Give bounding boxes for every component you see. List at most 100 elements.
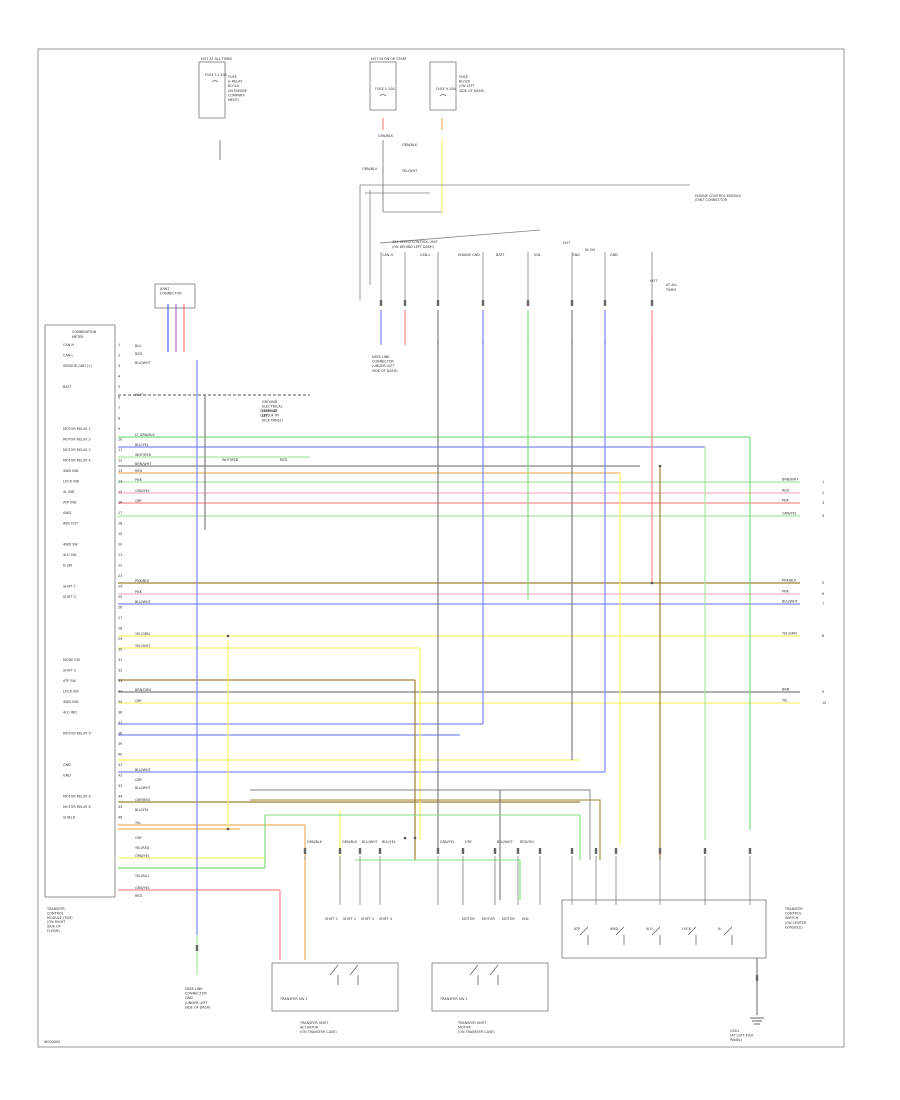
fuse-symbol-b xyxy=(439,94,447,97)
switch-left-label: (ON TRANSFER CASE) xyxy=(300,1030,337,1034)
module-pin-number-28: 29 xyxy=(118,637,122,641)
right-number-7: 8 xyxy=(822,634,824,638)
switch-contact-1 xyxy=(349,964,359,985)
module-pin-number-19: 20 xyxy=(118,543,122,547)
ecm-pin-4: IGN xyxy=(534,253,541,257)
lower-connector-2 xyxy=(358,848,362,854)
module-pin-number-31: 32 xyxy=(118,669,122,673)
fuse-block-left-desc: BLOCK xyxy=(228,84,240,88)
module-pin-name-17: ABS OUT xyxy=(63,522,79,526)
fuse-block-left-desc: & RELAY xyxy=(228,80,243,84)
switch-mid-label: MOTOR xyxy=(458,1026,471,1030)
joint-connector-label: JOINT xyxy=(159,287,170,291)
rail-top xyxy=(379,229,541,244)
module-label: FLOOR) xyxy=(47,929,60,933)
bottom-cross-4 xyxy=(355,859,521,900)
header-wire-0: GRN/BLK xyxy=(378,134,394,138)
fuse-block-left-desc: (IN ENGINE xyxy=(228,89,247,93)
right-number-5: 6 xyxy=(822,592,824,596)
wire-color-12: RED xyxy=(135,469,142,473)
ecm-pin-3: BATT xyxy=(496,253,505,257)
upper-connector-1 xyxy=(403,300,407,306)
upper-connector-3 xyxy=(481,300,485,306)
header-wire-3: ORN/BLU xyxy=(362,167,378,171)
module-pin-number-39: 40 xyxy=(118,753,122,757)
module-pin-name-35: 4LO IND xyxy=(63,711,77,715)
bottom-right-label: PANEL) xyxy=(730,1038,743,1042)
right-number-2: 3 xyxy=(822,501,824,505)
top-right-hot-2: HOT xyxy=(650,279,658,283)
wire-color-45: YEL/RED xyxy=(135,846,150,850)
module-pin-number-40: 41 xyxy=(118,763,122,767)
module-pin-number-6: 7 xyxy=(118,406,120,410)
mid-wire-tag-2: RED xyxy=(280,458,287,462)
bottom-left-label: CONNECTOR xyxy=(185,992,207,996)
switch-right-contact-1 xyxy=(615,926,625,945)
switch-box-left xyxy=(271,962,399,1012)
ground-label-1: LEFT xyxy=(262,414,271,418)
module-pin-number-2: 3 xyxy=(118,364,120,368)
switch-right-contact-3 xyxy=(687,926,697,945)
module-pin-name-32: ATP SW xyxy=(63,679,76,683)
wire-color-40: GRY/RED xyxy=(135,798,150,802)
top-right-in-on: IN ON xyxy=(585,248,595,252)
lower-connector-0 xyxy=(303,848,307,854)
top-right-times: TIMES xyxy=(665,288,676,292)
fuse-block-left-desc: MENT) xyxy=(228,98,240,102)
module-pin-name-30: MODE SW xyxy=(63,658,81,662)
wire-color-11: BRN/WHT xyxy=(135,462,152,466)
module-pin-number-1: 2 xyxy=(118,354,120,358)
module-pin-name-1: CAN-L xyxy=(63,354,73,358)
right-number-6: 7 xyxy=(822,602,824,606)
switch-right-pin-1: 4WD xyxy=(610,927,619,931)
upper-connector-label-1: METER xyxy=(72,335,84,339)
top-right-hot-1: HOT xyxy=(563,241,571,245)
module-pin-number-0: 1 xyxy=(118,343,120,347)
right-number-3: 4 xyxy=(822,514,824,518)
lower-connector-label-3: BLU/YEL xyxy=(382,840,396,844)
switch-right-label: (ON CENTER xyxy=(785,921,807,925)
mid-labels-dlc: DATA LINK xyxy=(372,355,390,359)
module-pin-name-21: N SW xyxy=(63,564,73,568)
module-pin-number-24: 25 xyxy=(118,595,122,599)
lower-connector-label-5: GRY xyxy=(465,840,473,844)
lower-connector-8 xyxy=(538,848,542,854)
module-pin-number-25: 26 xyxy=(118,606,122,610)
lower-connector-label-0: GRN/BLK xyxy=(307,840,323,844)
wire-color-8: LT GRN/BLK xyxy=(135,433,155,437)
switch-right-label: TRANSFER xyxy=(784,907,803,911)
module-pin-name-34: 4WD IND xyxy=(63,700,79,704)
fuse-block-right-desc: SIDE OF DASH) xyxy=(459,89,485,93)
module-pin-name-41: GND xyxy=(63,774,71,778)
dlc-connector-bottom xyxy=(195,945,199,951)
ecm-pin-1: CAN-L xyxy=(420,253,430,257)
engine-control-note: ENGINE CONTROL MODULE xyxy=(695,194,741,198)
wire-color-14: GRN/YEL xyxy=(135,489,150,493)
bottom-left-label: (UNDER LEFT xyxy=(185,1001,208,1005)
switch-mid-pin-1: MOTOR xyxy=(482,917,495,921)
wire-color-41: BLU/YEL xyxy=(135,808,149,812)
module-pin-name-10: MOTOR RELAY 3 xyxy=(63,448,91,452)
mid-labels-dlc: SIDE OF DASH) xyxy=(372,369,398,373)
lower-connector-label-7: RED/YEL xyxy=(520,840,534,844)
module-pin-number-11: 12 xyxy=(118,459,122,463)
module-pin-number-13: 14 xyxy=(118,480,122,484)
module-pin-name-4: BATT xyxy=(63,385,72,389)
switch-right-contact-0 xyxy=(579,926,589,945)
module-pin-number-23: 24 xyxy=(118,585,122,589)
upper-connector-5 xyxy=(570,300,574,306)
wire-color-2: BLU/WHT xyxy=(135,361,152,365)
wire-color-10: WHT/RED xyxy=(135,453,152,457)
module-pin-name-13: LOCK IND xyxy=(63,480,80,484)
module-pin-name-16: AWD xyxy=(63,511,71,515)
fuse-block-left-header: HOT AT ALL TIMES xyxy=(201,57,232,61)
joint-note: LEFT OF IP) xyxy=(260,414,280,418)
module-pin-number-37: 38 xyxy=(118,732,122,736)
switch-right-pin-4: N xyxy=(718,927,721,931)
fuse-block-right-desc: (ON LEFT xyxy=(459,84,476,88)
module-pin-name-2: SENSOR GND (+) xyxy=(63,364,93,368)
ecm-pin-5: GND xyxy=(572,253,580,257)
lower-connector-label-6: BLU/WHT xyxy=(497,840,514,844)
bottom-right-label: G301 xyxy=(730,1029,739,1033)
